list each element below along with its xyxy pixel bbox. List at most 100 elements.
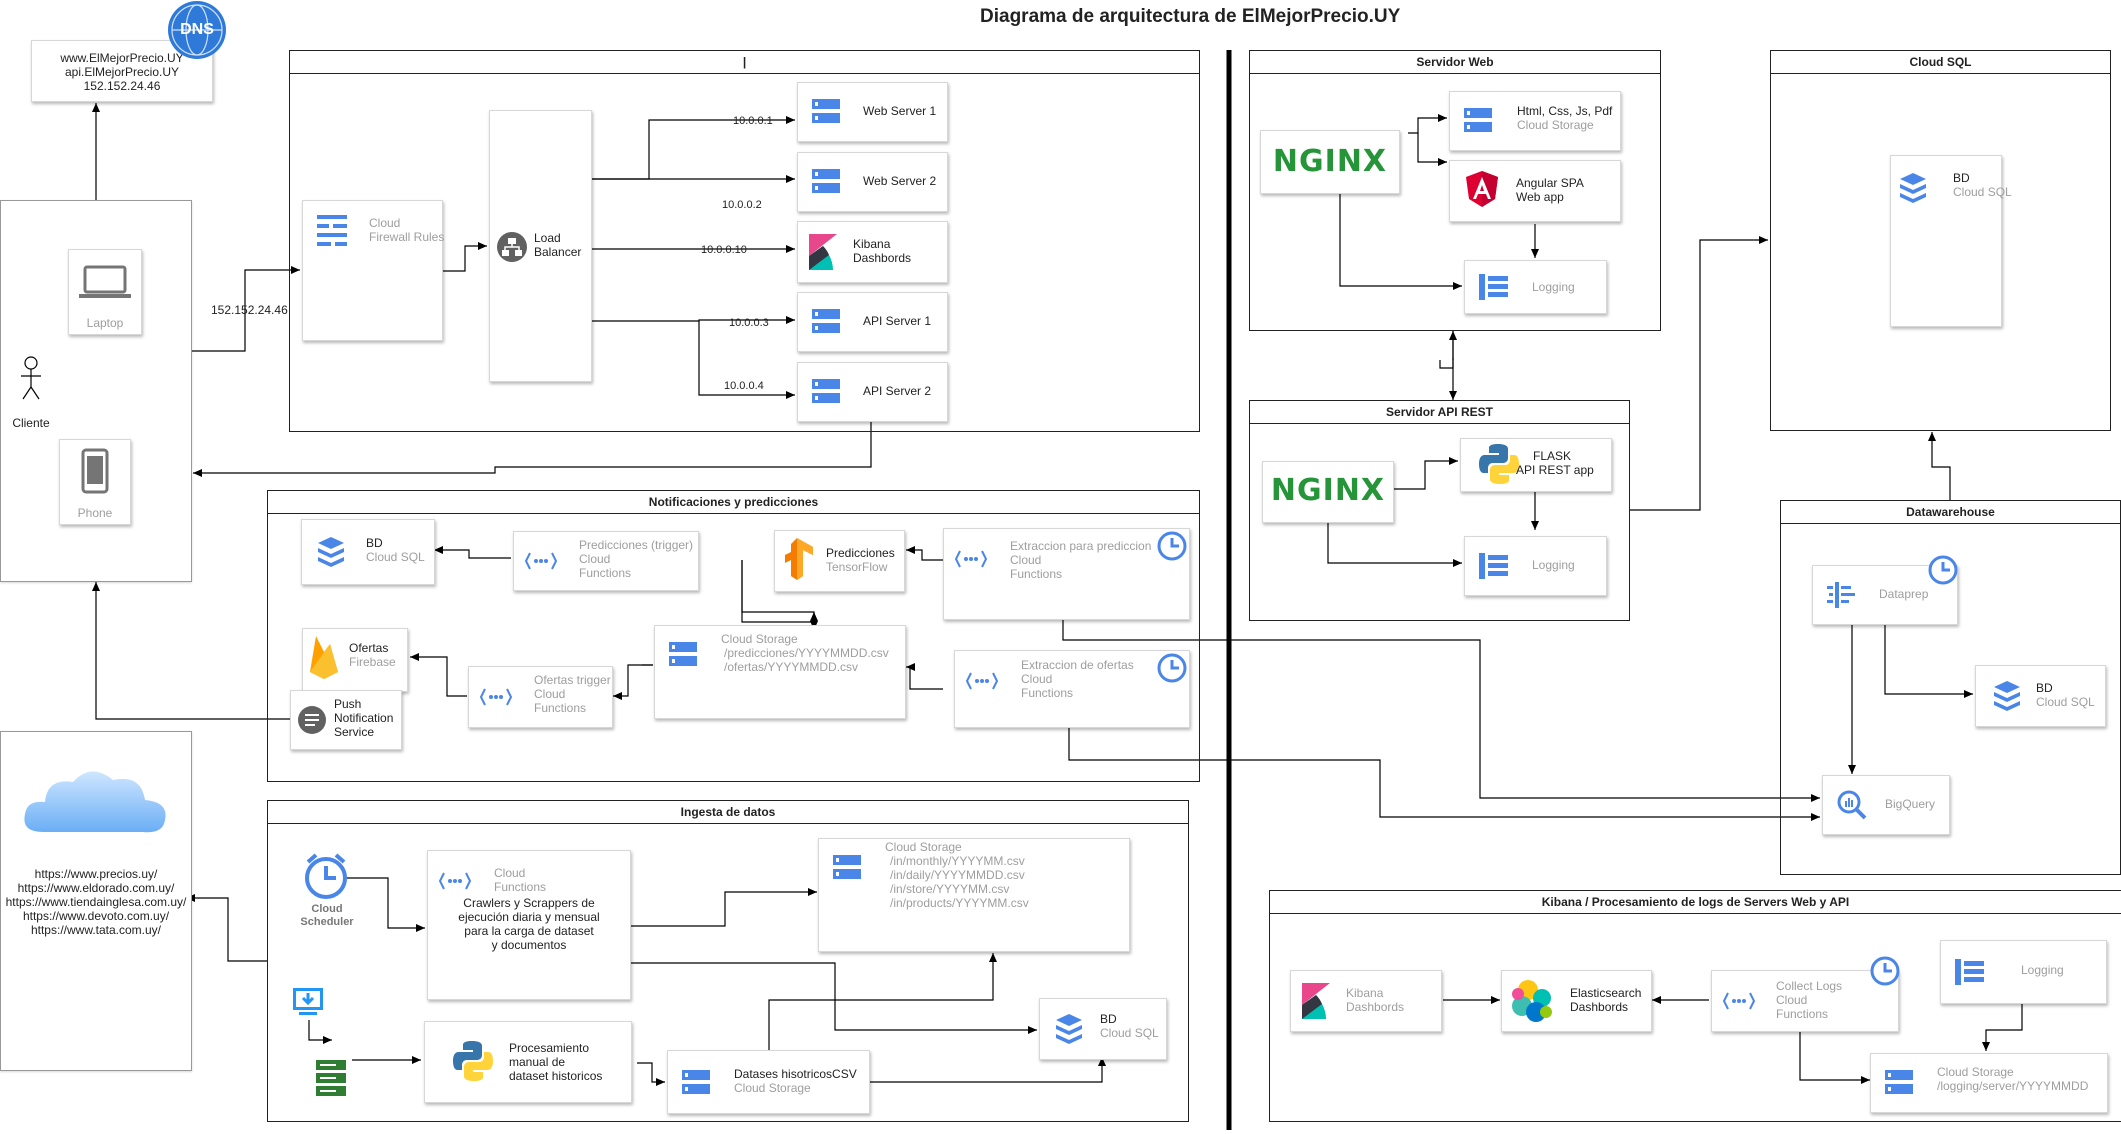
static-files-line-2: Cloud Storage [1517, 118, 1594, 132]
collect-logs-card: Collect Logs Cloud Functions [1711, 970, 1899, 1032]
python-icon [1479, 444, 1519, 484]
flask-line-1: FLASK [1533, 449, 1572, 463]
load-balancer-line-1: Load [534, 231, 561, 245]
logging-icon [1479, 274, 1508, 300]
ofertas-trigger-line-2: Cloud [534, 687, 566, 701]
cloud-functions-icon [954, 550, 988, 568]
notif-storage-line-3: /ofertas/YYYYMMDD.csv [724, 660, 859, 674]
ofertas-line-2: Firebase [349, 655, 396, 669]
server-icon [812, 169, 840, 193]
historicos-line-2: Cloud Storage [734, 1081, 811, 1095]
cloud-functions-icon [524, 552, 558, 570]
firewall-line-1: Cloud [369, 216, 401, 230]
source-2: https://www.eldorado.com.uy/ [17, 881, 175, 895]
pred-trigger-line-3: Functions [579, 566, 632, 580]
cloud-storage-icon [669, 642, 697, 666]
load-balancer-icon [497, 232, 527, 262]
dwh-bd-line-1: BD [2036, 681, 2053, 695]
user-actor-icon [21, 356, 41, 400]
push-line-1: Push [334, 697, 362, 711]
ofertas-card: Ofertas Firebase [302, 628, 408, 692]
api-server-2-label: API Server 2 [863, 384, 932, 398]
kibana-logging-card: Logging [1940, 940, 2107, 1004]
source-1: https://www.precios.uy/ [34, 867, 158, 881]
collect-logs-line-2: Cloud [1776, 993, 1808, 1007]
laptop-icon [79, 265, 131, 298]
extr-pred-card: Extraccion para prediccion Cloud Functio… [943, 528, 1190, 620]
sources-box: https://www.precios.uy/ https://www.eldo… [0, 731, 192, 1071]
manual-line-1: Procesamiento [509, 1041, 590, 1055]
push-line-3: Service [334, 725, 375, 739]
cloud-icon [24, 771, 166, 833]
dwh-bd-line-2: Cloud SQL [2036, 695, 2095, 709]
datawarehouse-title: Datawarehouse [1781, 501, 2120, 524]
kibana-top-card: Kibana Dashbords [797, 221, 948, 283]
tensorflow-icon [785, 538, 813, 580]
kibana-icon [809, 234, 837, 270]
servidor-web-group: Servidor Web [1249, 50, 1661, 331]
extr-pred-line-2: Cloud [1010, 553, 1042, 567]
logs-storage-line-1: Cloud Storage [1937, 1065, 2014, 1079]
scheduler-clock-icon [305, 853, 347, 899]
kibana-top-line-1: Kibana [853, 237, 891, 251]
scheduler-clock-icon [1928, 555, 1958, 585]
web-server-1-label: Web Server 1 [863, 104, 937, 118]
cloud-functions-icon [479, 688, 513, 706]
servidor-api-title: Servidor API REST [1250, 401, 1629, 424]
bigquery-icon [1837, 790, 1867, 820]
ofertas-trigger-line-1: Ofertas trigger [534, 673, 611, 687]
ip-web-2: 10.0.0.2 [722, 199, 762, 211]
logging-icon [1479, 553, 1508, 579]
push-notification-icon [298, 706, 326, 734]
ingesta-storage-line-2: /in/monthly/YYYYMM.csv [890, 854, 1025, 868]
dns-line-2: api.ElMejorPrecio.UY [64, 65, 180, 79]
angular-line-1: Angular SPA [1516, 176, 1584, 190]
crawlers-line-5: para la carga de dataset [464, 924, 594, 938]
push-card: Push Notification Service [290, 690, 402, 750]
ingesta-storage-line-3: /in/daily/YYYYMMDD.csv [890, 868, 1025, 882]
notif-storage-line-2: /predicciones/YYYYMMDD.csv [724, 646, 889, 660]
historicos-line-1: Datases hisotricosCSV [734, 1067, 857, 1081]
logs-storage-line-2: /logging/server/YYYYMMDD [1937, 1079, 2089, 1093]
crawlers-line-4: ejecución diaria y mensual [458, 910, 600, 924]
bigquery-card: BigQuery [1822, 775, 1950, 835]
dns-badge: DNS [180, 21, 214, 38]
cloud-storage-icon [682, 1070, 710, 1094]
scheduler-line-1: Cloud [311, 903, 343, 915]
cloud-functions-icon [965, 672, 999, 690]
static-files-line-1: Html, Css, Js, Pdf [1517, 104, 1613, 118]
manual-line-2: manual de [509, 1055, 566, 1069]
cloud-sql-main-line-2: Cloud SQL [1953, 185, 2012, 199]
web-server-2-card: Web Server 2 [797, 152, 948, 212]
firebase-icon [310, 636, 338, 679]
flask-card: FLASK API REST app [1460, 438, 1612, 492]
cloud-sql-icon [1056, 1014, 1082, 1044]
dataprep-label: Dataprep [1879, 587, 1929, 601]
firewall-card: Cloud Firewall Rules [302, 200, 444, 341]
cloud-sql-title: Cloud SQL [1771, 51, 2110, 74]
crawlers-line-2: Functions [494, 880, 547, 894]
kibana-group: Kibana / Procesamiento de logs de Server… [1269, 890, 2121, 1122]
kibana-group-title: Kibana / Procesamiento de logs de Server… [1270, 891, 2121, 914]
notif-bd-line-1: BD [366, 536, 383, 550]
api-server-1-label: API Server 1 [863, 314, 932, 328]
pred-trigger-line-1: Predicciones (trigger) [579, 538, 694, 552]
nginx-api-card: NGINX [1262, 461, 1394, 523]
elasticsearch-line-2: Dashbords [1570, 1000, 1629, 1014]
cloud-sql-icon [318, 537, 344, 567]
ofertas-trigger-card: Ofertas trigger Cloud Functions [468, 666, 613, 728]
manual-line-3: dataset historicos [509, 1069, 603, 1083]
source-3: https://www.tiendainglesa.com.uy/ [5, 895, 187, 909]
extr-ofertas-card: Extraccion de ofertas Cloud Functions [954, 650, 1190, 728]
ingesta-storage-line-1: Cloud Storage [885, 840, 962, 854]
server-icon [812, 379, 840, 403]
cloud-sql-icon [1994, 681, 2020, 711]
cloud-sql-group: Cloud SQL [1770, 50, 2111, 431]
extr-pred-line-3: Functions [1010, 567, 1063, 581]
cloud-scheduler: Cloud Scheduler [290, 852, 364, 932]
server-icon [812, 309, 840, 333]
notifications-group: Notificaciones y predicciones [267, 490, 1200, 782]
ip-api-1: 10.0.0.3 [729, 317, 769, 329]
crawlers-line-3: Crawlers y Scrappers de [463, 896, 595, 910]
